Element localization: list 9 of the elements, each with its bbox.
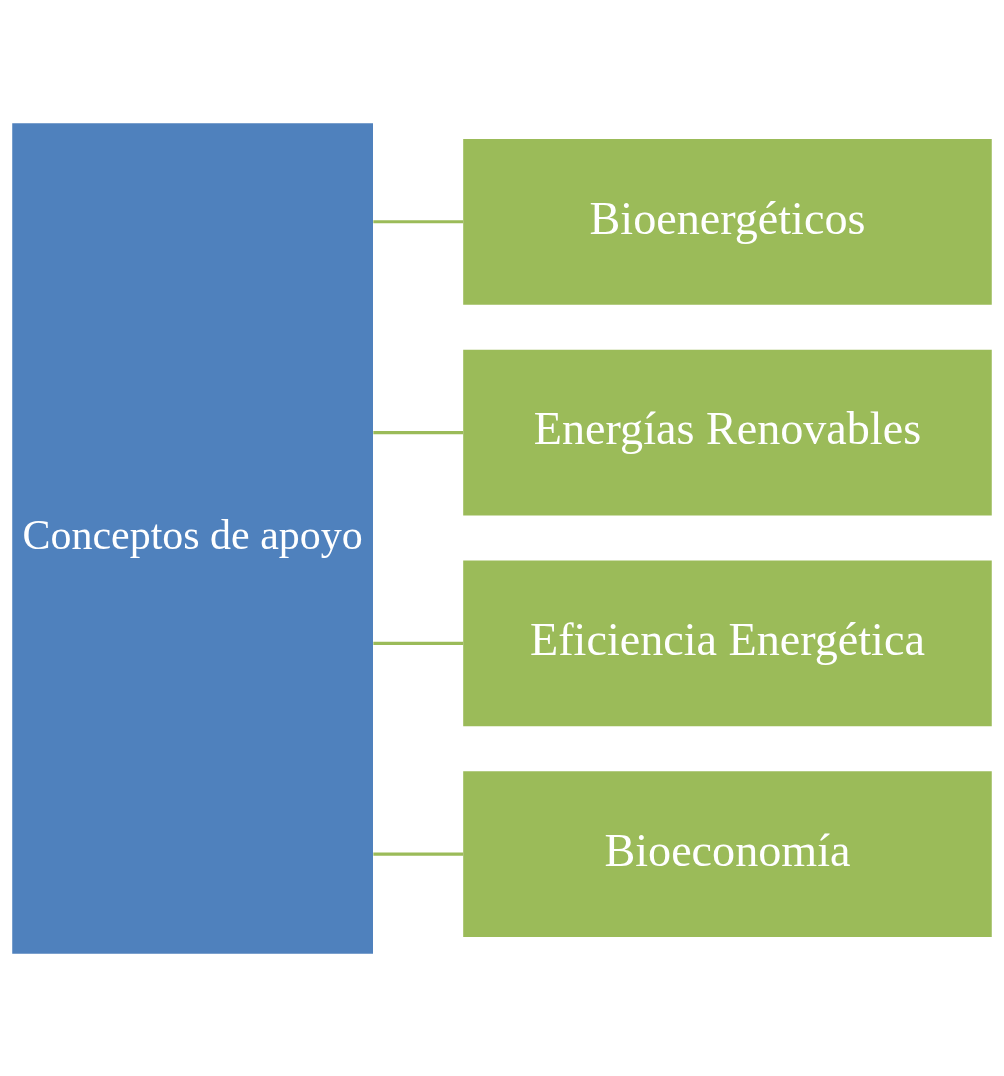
connector xyxy=(373,219,464,223)
node-box: Bioenergéticos xyxy=(463,138,992,305)
connector xyxy=(373,641,464,645)
node-box: Bioeconomía xyxy=(463,770,992,937)
connector xyxy=(373,430,464,434)
connector xyxy=(373,852,464,856)
node-box: Eficiencia Energética xyxy=(463,560,992,726)
node-box: Conceptos de apoyo xyxy=(12,122,373,954)
node-box: Energías Renovables xyxy=(463,349,992,515)
